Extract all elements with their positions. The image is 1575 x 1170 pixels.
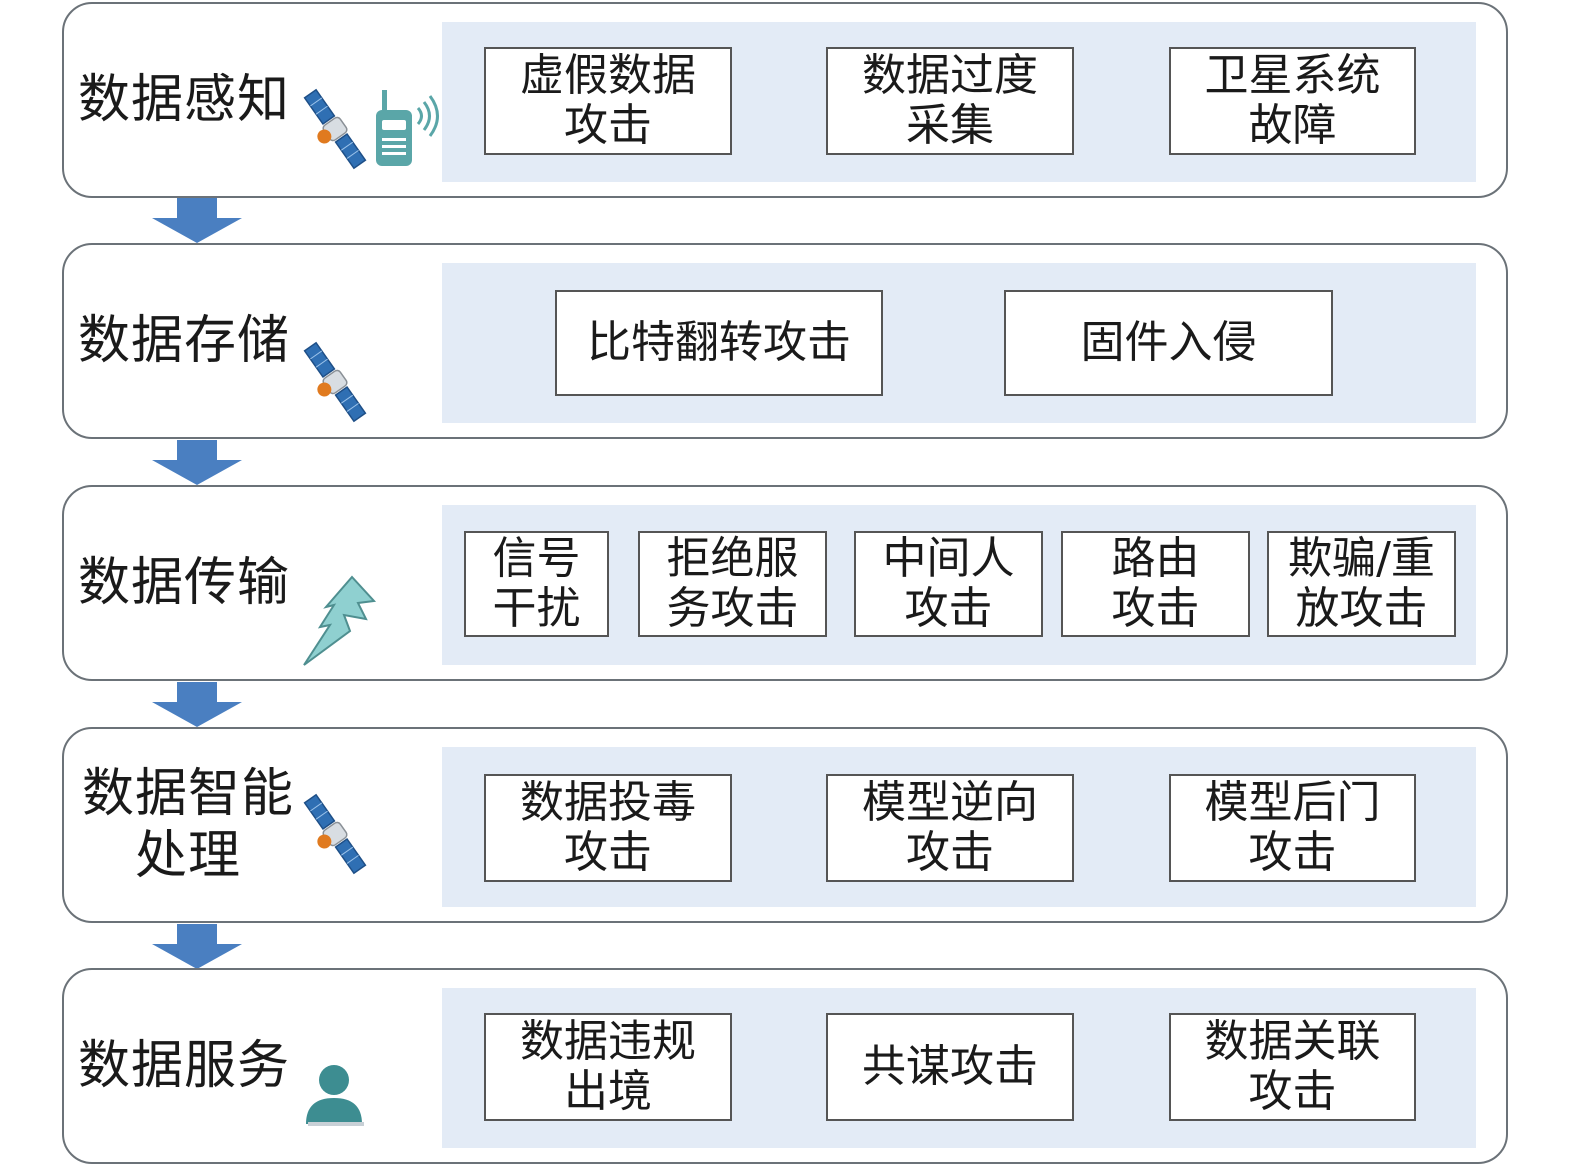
threat-panel: 虚假数据 攻击 数据过度 采集 卫星系统 故障 bbox=[442, 22, 1476, 182]
satellite-icon bbox=[303, 793, 367, 875]
threat-box: 数据投毒 攻击 bbox=[484, 774, 732, 882]
stage-data-intelligent-processing: 数据智能 处理 数据投毒 攻击 模型逆向 攻击 模型后门 攻击 bbox=[62, 727, 1508, 923]
stage-data-storage: 数据存储 比特翻转攻击 固件入侵 bbox=[62, 243, 1508, 439]
threat-box: 信号 干扰 bbox=[464, 531, 609, 637]
stage-label: 数据传输 bbox=[78, 553, 291, 613]
threat-box: 比特翻转攻击 bbox=[555, 290, 883, 396]
threat-box: 拒绝服 务攻击 bbox=[638, 531, 827, 637]
threat-box: 路由 攻击 bbox=[1061, 531, 1250, 637]
down-arrow-icon bbox=[152, 924, 242, 969]
stage-label: 数据存储 bbox=[78, 311, 291, 371]
threat-box: 模型后门 攻击 bbox=[1169, 774, 1416, 882]
threat-box: 数据过度 采集 bbox=[826, 47, 1074, 155]
threat-box: 数据关联 攻击 bbox=[1169, 1013, 1416, 1121]
threat-panel: 信号 干扰 拒绝服 务攻击 中间人 攻击 路由 攻击 欺骗/重 放攻击 bbox=[442, 505, 1476, 665]
stage-label: 数据智能 处理 bbox=[81, 764, 294, 886]
threat-box: 固件入侵 bbox=[1004, 290, 1333, 396]
threat-panel: 数据违规 出境 共谋攻击 数据关联 攻击 bbox=[442, 988, 1476, 1148]
down-arrow-icon bbox=[152, 198, 242, 243]
down-arrow-icon bbox=[152, 682, 242, 727]
stage-data-perception: 数据感知 虚假数据 攻击 数据过度 采集 卫星系统 故障 bbox=[62, 2, 1508, 198]
threat-box: 欺骗/重 放攻击 bbox=[1267, 531, 1456, 637]
threat-box: 数据违规 出境 bbox=[484, 1013, 732, 1121]
satellite-icon bbox=[303, 88, 367, 170]
threat-box: 虚假数据 攻击 bbox=[484, 47, 732, 155]
threat-box: 卫星系统 故障 bbox=[1169, 47, 1416, 155]
stage-data-service: 数据服务 数据违规 出境 共谋攻击 数据关联 攻击 bbox=[62, 968, 1508, 1164]
threat-box: 中间人 攻击 bbox=[854, 531, 1043, 637]
stage-label: 数据服务 bbox=[78, 1036, 291, 1096]
user-icon bbox=[306, 1065, 364, 1126]
threat-box: 模型逆向 攻击 bbox=[826, 774, 1074, 882]
threat-panel: 数据投毒 攻击 模型逆向 攻击 模型后门 攻击 bbox=[442, 747, 1476, 907]
threat-box: 共谋攻击 bbox=[826, 1013, 1074, 1121]
stage-label: 数据感知 bbox=[78, 70, 291, 130]
down-arrow-icon bbox=[152, 440, 242, 485]
satellite-icon bbox=[303, 341, 367, 423]
stage-data-transmission: 数据传输 信号 干扰 拒绝服 务攻击 中间人 攻击 路由 攻击 欺骗/重 放攻击 bbox=[62, 485, 1508, 681]
threat-panel: 比特翻转攻击 固件入侵 bbox=[442, 263, 1476, 423]
walkie-talkie-icon bbox=[376, 90, 439, 166]
lightning-icon bbox=[303, 575, 377, 666]
